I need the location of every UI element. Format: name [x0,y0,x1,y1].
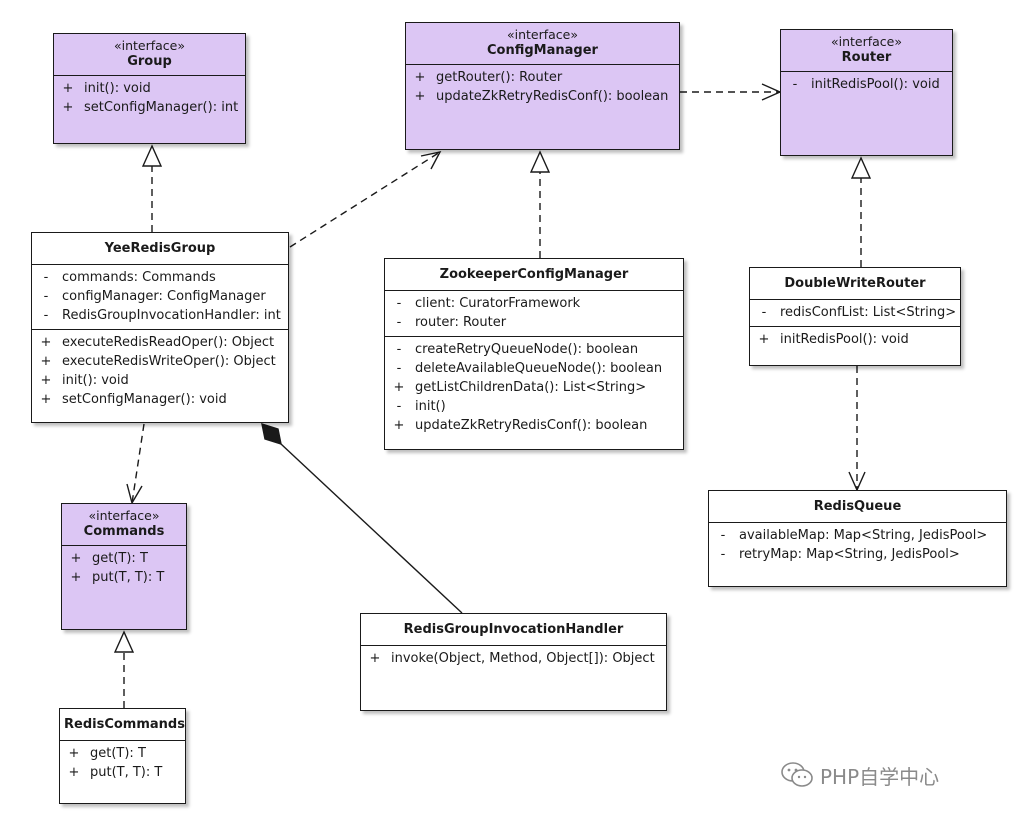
router-name: Router [841,50,892,65]
group-operation: +init(): void [62,81,151,96]
yeeredisgroup-operation: +executeRedisWriteOper(): Object [40,354,276,369]
rediscommands-operation: +get(T): T [68,746,146,761]
redisqueue-class[interactable]: RedisQueue -availableMap: Map<String, Je… [708,490,1007,587]
redisgroupinvocationhandler-operation: +invoke(Object, Method, Object[]): Objec… [369,651,655,666]
yeeredisgroup-class[interactable]: YeeRedisGroup -commands: Commands -confi… [31,232,289,423]
router-header: «interface» Router [781,30,952,72]
doublewriterouter-class[interactable]: DoubleWriteRouter -redisConfList: List<S… [749,267,961,366]
redisgroupinvocationhandler-name: RedisGroupInvocationHandler [403,622,624,637]
zookeeperconfigmanager-operation: +getListChildrenData(): List<String> [393,380,647,395]
yeeredisgroup-attribute: -commands: Commands [43,270,216,285]
watermark: PHP自学中心 [780,760,1010,790]
group-name: Group [127,54,172,69]
configmanager-interface[interactable]: «interface» ConfigManager +getRouter(): … [405,22,680,150]
zookeeperconfigmanager-attribute: -client: CuratorFramework [396,296,581,311]
dependency-yeeredisgroup-commands [131,423,145,504]
commands-interface[interactable]: «interface» Commands +get(T): T +put(T, … [61,503,187,630]
commands-operations: +get(T): T +put(T, T): T [62,546,186,591]
doublewriterouter-name: DoubleWriteRouter [784,276,926,291]
zookeeperconfigmanager-attribute: -router: Router [396,315,507,330]
wechat-icon [781,762,813,787]
zookeeperconfigmanager-operations: -createRetryQueueNode(): boolean -delete… [385,337,683,439]
doublewriterouter-attribute: -redisConfList: List<String> [761,305,957,320]
redisqueue-header: RedisQueue [709,491,1006,523]
dependency-yeeredisgroup-configmanager [289,151,441,248]
rediscommands-header: RedisCommands [60,709,185,741]
dependency-arrowhead-configmanager [420,151,442,170]
configmanager-operation: +getRouter(): Router [414,70,563,85]
configmanager-header: «interface» ConfigManager [406,23,679,65]
yeeredisgroup-attribute: -configManager: ConfigManager [43,289,266,304]
router-operations: -initRedisPool(): void [781,72,952,98]
zookeeperconfigmanager-operation: +updateZkRetryRedisConf(): boolean [393,418,648,433]
rediscommands-operations: +get(T): T +put(T, T): T [60,741,185,786]
zookeeperconfigmanager-operation: -deleteAvailableQueueNode(): boolean [396,361,663,376]
router-interface[interactable]: «interface» Router -initRedisPool(): voi… [780,29,953,156]
yeeredisgroup-header: YeeRedisGroup [32,233,288,265]
rediscommands-class[interactable]: RedisCommands +get(T): T +put(T, T): T [59,708,186,804]
realization-triangle-group [141,144,163,167]
redisqueue-attribute: -retryMap: Map<String, JedisPool> [720,547,960,562]
doublewriterouter-operations: +initRedisPool(): void [750,327,960,353]
group-header: «interface» Group [54,34,245,76]
yeeredisgroup-operation: +init(): void [40,373,129,388]
redisqueue-attribute: -availableMap: Map<String, JedisPool> [720,528,988,543]
composition-line-yeeredisgroup-handler [280,443,463,614]
zookeeperconfigmanager-operation: -init() [396,399,446,414]
redisqueue-name: RedisQueue [813,499,902,514]
commands-stereotype: «interface» [88,508,160,523]
doublewriterouter-header: DoubleWriteRouter [750,268,960,300]
realization-triangle-router [850,156,872,179]
yeeredisgroup-attribute: -RedisGroupInvocationHandler: int [43,308,281,323]
zookeeperconfigmanager-attributes: -client: CuratorFramework -router: Route… [385,291,683,337]
yeeredisgroup-operation: +executeRedisReadOper(): Object [40,335,275,350]
group-stereotype: «interface» [113,38,186,53]
yeeredisgroup-operation: +setConfigManager(): void [40,392,227,407]
commands-operation: +get(T): T [70,551,148,566]
redisgroupinvocationhandler-class[interactable]: RedisGroupInvocationHandler +invoke(Obje… [360,613,667,711]
yeeredisgroup-operations: +executeRedisReadOper(): Object +execute… [32,330,288,413]
redisqueue-attributes: -availableMap: Map<String, JedisPool> -r… [709,523,1006,568]
yeeredisgroup-name: YeeRedisGroup [104,241,216,256]
router-operation: -initRedisPool(): void [792,77,940,92]
group-interface[interactable]: «interface» Group +init(): void +setConf… [53,33,246,144]
composition-diamond-yeeredisgroup [261,422,282,446]
group-operations: +init(): void +setConfigManager(): int [54,76,245,121]
commands-name: Commands [83,524,165,539]
configmanager-operation: +updateZkRetryRedisConf(): boolean [414,89,669,104]
commands-operation: +put(T, T): T [70,570,165,585]
configmanager-name: ConfigManager [487,43,598,58]
configmanager-operations: +getRouter(): Router +updateZkRetryRedis… [406,65,679,110]
realization-triangle-configmanager [529,150,551,173]
realization-triangle-commands [113,630,135,653]
watermark-text: PHP自学中心 [820,764,940,789]
doublewriterouter-attributes: -redisConfList: List<String> [750,300,960,327]
zookeeperconfigmanager-header: ZookeeperConfigManager [385,259,683,291]
group-operation: +setConfigManager(): int [62,100,239,115]
doublewriterouter-operation: +initRedisPool(): void [758,332,909,347]
configmanager-stereotype: «interface» [506,27,579,42]
zookeeperconfigmanager-name: ZookeeperConfigManager [439,267,629,282]
rediscommands-name: RedisCommands [64,717,185,732]
commands-header: «interface» Commands [62,504,186,546]
zookeeperconfigmanager-class[interactable]: ZookeeperConfigManager -client: CuratorF… [384,258,684,450]
redisgroupinvocationhandler-operations: +invoke(Object, Method, Object[]): Objec… [361,646,666,672]
rediscommands-operation: +put(T, T): T [68,765,163,780]
yeeredisgroup-attributes: -commands: Commands -configManager: Conf… [32,265,288,330]
router-stereotype: «interface» [830,34,903,49]
zookeeperconfigmanager-operation: -createRetryQueueNode(): boolean [396,342,639,357]
redisgroupinvocationhandler-header: RedisGroupInvocationHandler [361,614,666,646]
